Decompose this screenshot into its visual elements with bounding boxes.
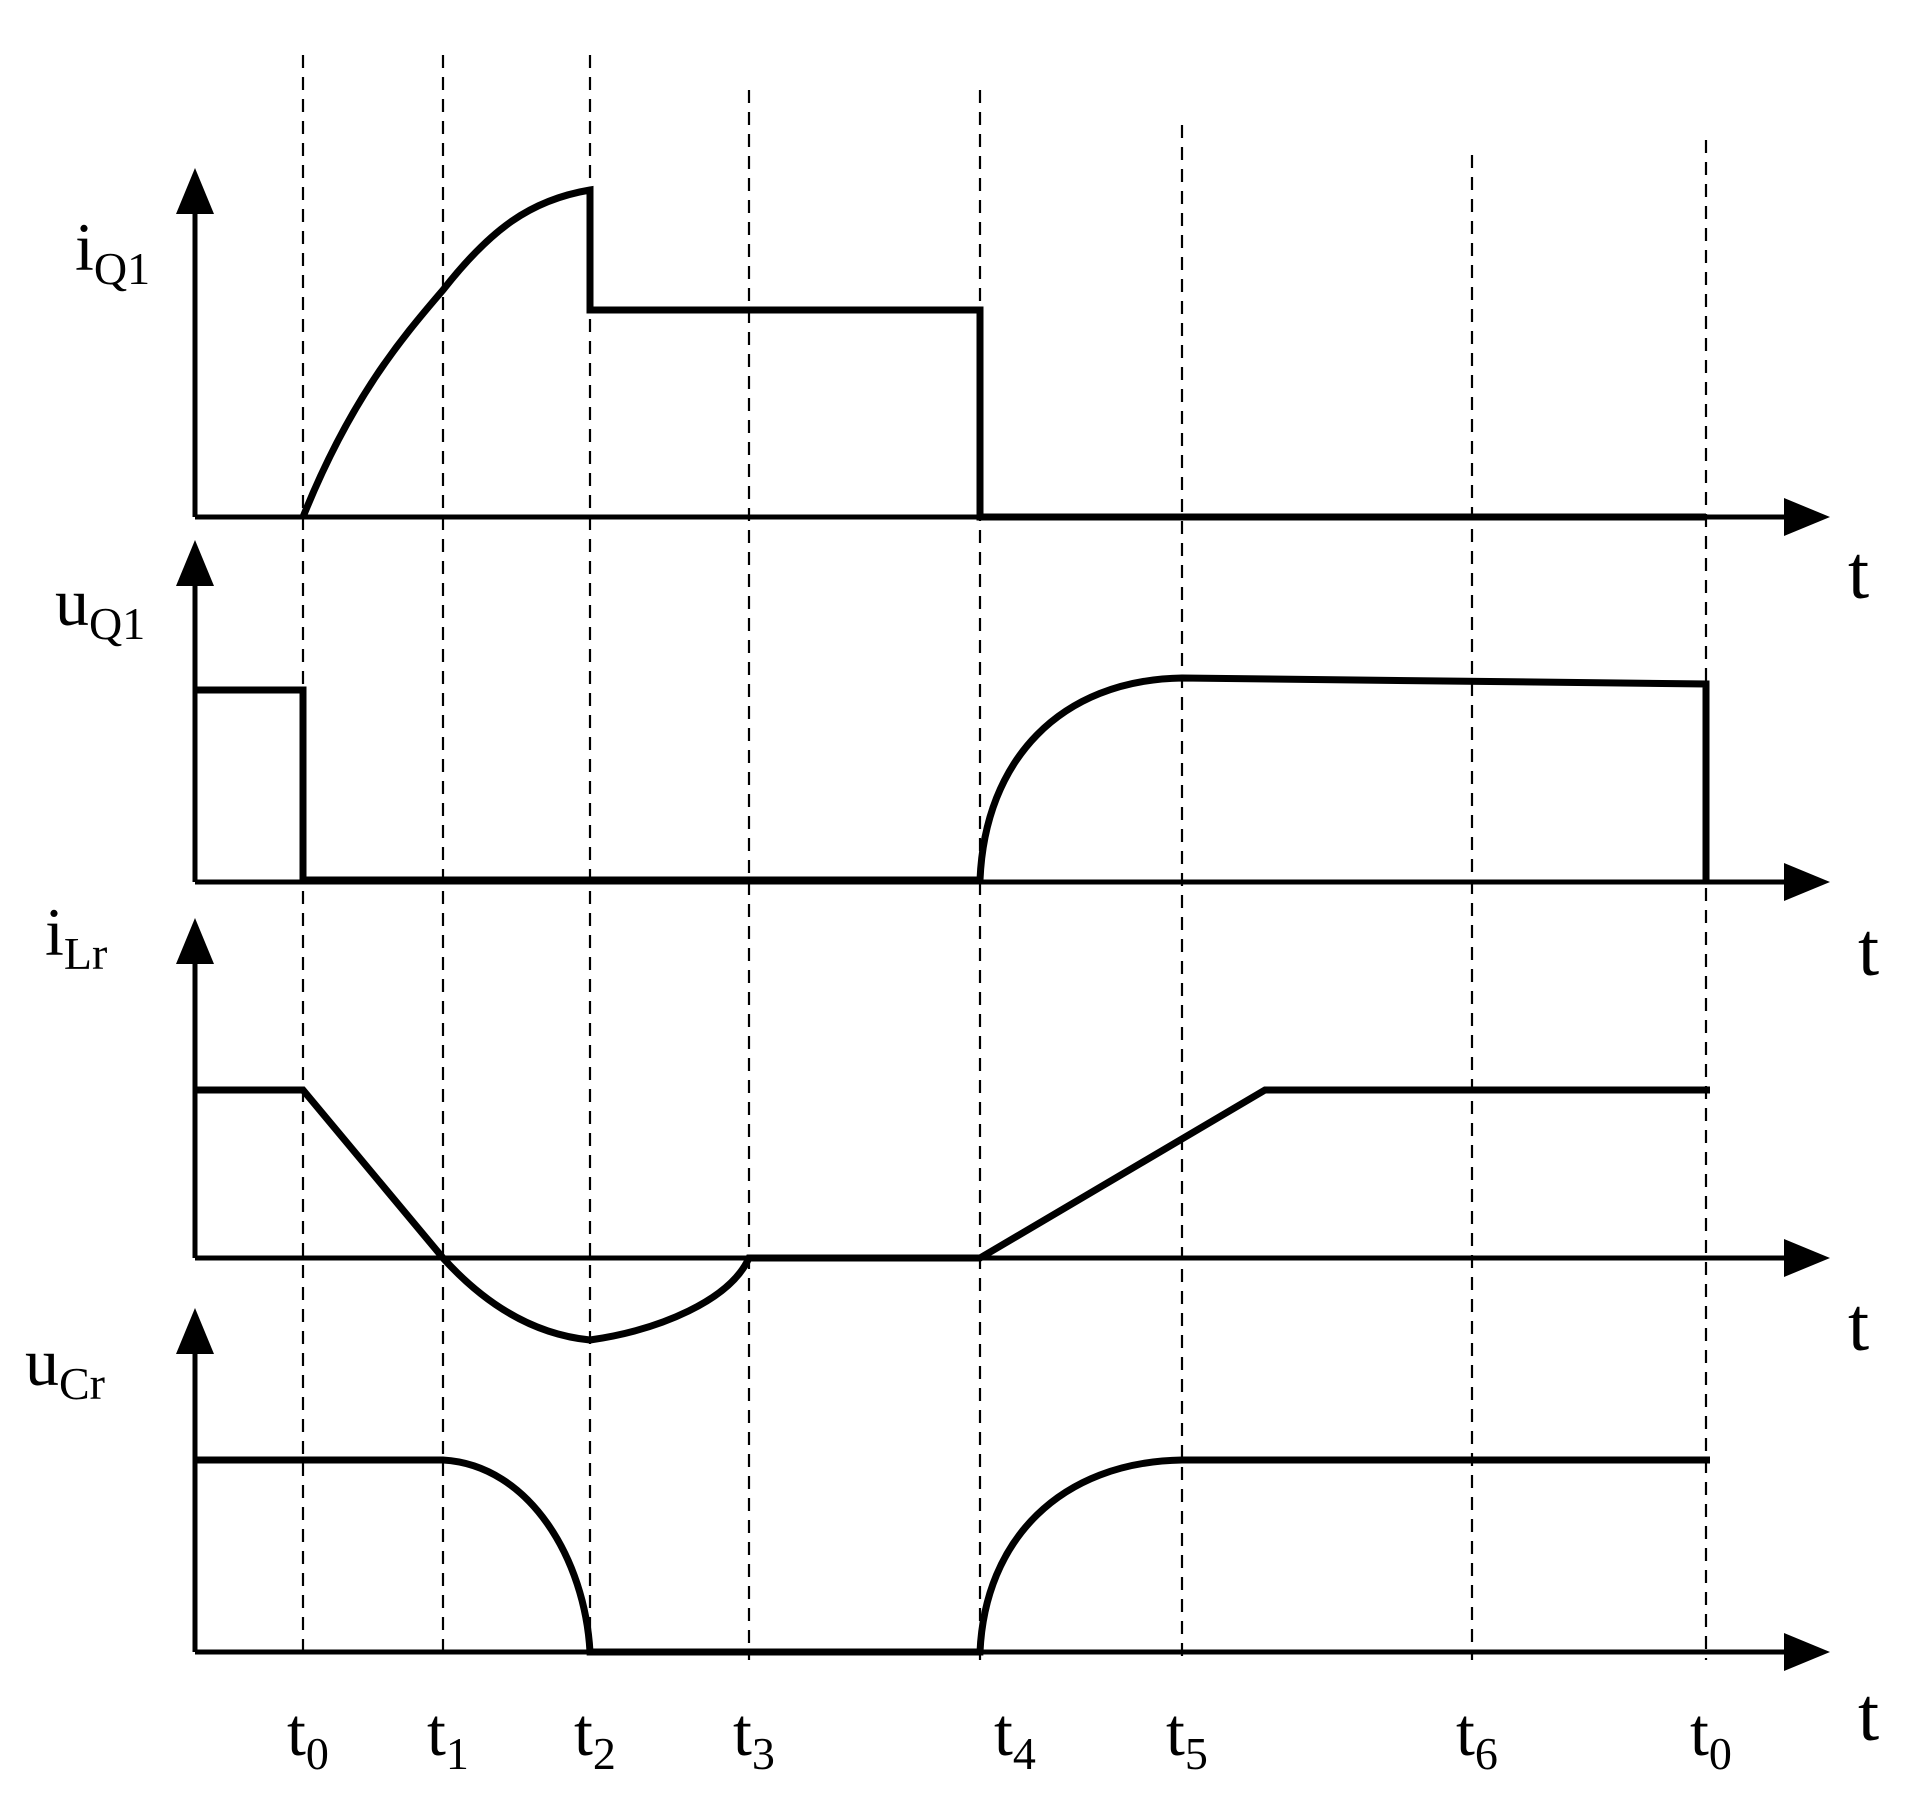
uq1-label: uQ1 (55, 564, 145, 649)
label-t4: t4 (994, 1694, 1036, 1779)
panel-ilr: iLr t (45, 894, 1869, 1367)
iq1-label: iQ1 (75, 209, 150, 294)
ilr-y-arrow (176, 918, 214, 964)
ilr-label: iLr (45, 894, 107, 979)
uq1-y-arrow (176, 540, 214, 586)
panel-iq1: iQ1 t (75, 168, 1869, 615)
label-t1: t1 (427, 1694, 469, 1779)
ucr-time-label: t (1858, 1673, 1879, 1757)
label-t0: t0 (287, 1694, 329, 1779)
panel-ucr: uCr t (25, 1308, 1879, 1757)
label-t5: t5 (1166, 1694, 1208, 1779)
uq1-x-arrow (1784, 863, 1830, 901)
ilr-waveform (195, 1086, 1710, 1344)
ilr-x-arrow (1784, 1239, 1830, 1277)
iq1-y-arrow (176, 168, 214, 214)
ucr-label: uCr (25, 1324, 105, 1409)
iq1-time-label: t (1848, 531, 1869, 615)
ilr-time-label: t (1848, 1283, 1869, 1367)
iq1-x-arrow (1784, 498, 1830, 536)
iq1-waveform (299, 185, 1706, 521)
panel-uq1: uQ1 t (55, 540, 1879, 992)
time-instant-labels: t0 t1 t2 t3 t4 t5 t6 t0 (287, 1694, 1732, 1779)
uq1-waveform (195, 674, 1710, 884)
label-t3: t3 (733, 1694, 775, 1779)
uq1-time-label: t (1858, 908, 1879, 992)
ucr-waveform (195, 1456, 1710, 1656)
label-t2: t2 (574, 1694, 616, 1779)
time-guides (301, 55, 1708, 1660)
ucr-y-arrow (176, 1308, 214, 1354)
ucr-x-arrow (1784, 1633, 1830, 1671)
label-t0-end: t0 (1690, 1694, 1732, 1779)
label-t6: t6 (1456, 1694, 1498, 1779)
